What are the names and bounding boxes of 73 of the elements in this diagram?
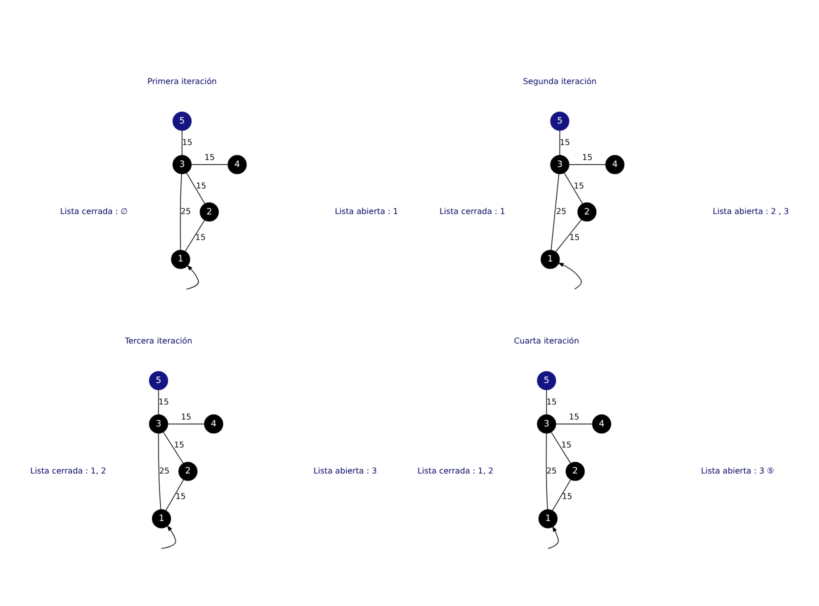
node-circle: 5: [149, 371, 168, 390]
edge-label: 15: [195, 232, 206, 242]
arrow: [186, 264, 199, 290]
edge-label: 15: [158, 396, 169, 406]
edge-label: 25: [180, 206, 191, 216]
node-circle: 3: [537, 414, 556, 434]
connector: [552, 479, 572, 511]
connector: [555, 219, 582, 252]
node-circle: 5: [537, 371, 556, 390]
node-circle: 2: [200, 202, 219, 222]
connector: [550, 174, 560, 250]
edge-label: 25: [159, 465, 170, 476]
node-circle: 2: [577, 202, 597, 222]
label: Lista abierta : 2 , 3: [712, 206, 789, 216]
edge-label: 15: [182, 136, 192, 147]
label: Tercera iteración: [124, 335, 192, 346]
edge-label: 15: [560, 136, 570, 147]
node-circle: 5: [550, 112, 570, 131]
node-circle: 1: [152, 509, 172, 528]
edge-label: 15: [196, 180, 206, 190]
edge-label: 15: [175, 491, 186, 502]
edge-label: 15: [204, 152, 215, 162]
node-circle: 1: [171, 250, 190, 269]
label: Segunda iteración: [523, 76, 597, 86]
node-circle: 3: [172, 155, 192, 174]
connector: [564, 172, 583, 204]
edge-label: 15: [562, 491, 572, 502]
edge-label: 15: [180, 411, 192, 422]
arrow: [558, 262, 582, 290]
label: Lista cerrada : 1: [440, 206, 506, 216]
edge-label: 15: [569, 232, 580, 242]
label: Primera iteración: [147, 76, 217, 86]
edge-label: 15: [582, 152, 592, 162]
connector: [546, 389, 547, 416]
edge-label: 15: [546, 396, 557, 406]
node-circle: 4: [228, 155, 247, 174]
node-circle: 5: [172, 112, 192, 131]
edge-label: 15: [561, 440, 572, 450]
node-circle: 4: [605, 155, 624, 174]
connector: [162, 432, 184, 464]
connector: [186, 172, 206, 204]
connector: [158, 389, 159, 416]
label: Lista cerrada : ∅: [60, 206, 128, 216]
connector: [191, 164, 228, 165]
connector: [546, 432, 548, 510]
node-circle: 1: [540, 250, 560, 269]
label: Lista cerrada : 1, 2: [30, 465, 106, 476]
edge-label: 15: [574, 180, 584, 190]
connector: [559, 130, 560, 156]
edge-label: 25: [546, 465, 557, 476]
label: Lista abierta : 1: [334, 206, 398, 216]
edge-label: 15: [568, 411, 580, 422]
edge-label: 15: [174, 440, 184, 450]
label: Lista cerrada : 1, 2: [417, 465, 494, 476]
connector: [550, 432, 571, 464]
connector: [158, 432, 162, 510]
connector: [184, 220, 206, 252]
node-circle: 3: [550, 155, 570, 174]
edge-label: 25: [556, 206, 566, 216]
label: Lista abierta : 3 ⑤: [701, 465, 774, 476]
node-circle: 4: [592, 414, 612, 434]
node-circle: 1: [538, 509, 558, 528]
arrow: [161, 525, 176, 549]
label: Cuarta iteración: [514, 335, 580, 346]
connector: [165, 479, 184, 511]
node-circle: 2: [566, 462, 585, 481]
label: Lista abierta : 3: [314, 465, 377, 476]
connector: [568, 164, 606, 165]
arrow: [548, 526, 559, 549]
node-circle: 2: [178, 462, 198, 481]
connector: [180, 173, 182, 250]
node-circle: 3: [149, 414, 168, 434]
node-circle: 4: [204, 414, 224, 434]
